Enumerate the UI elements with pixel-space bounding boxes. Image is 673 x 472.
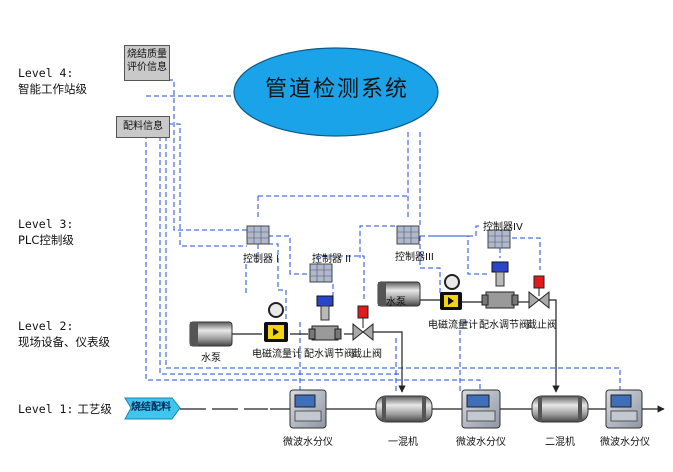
- level-1-cn: 工艺级: [77, 402, 112, 416]
- control-valve-left[interactable]: [308, 295, 342, 341]
- analyzer-2-label: 微波水分仪: [456, 437, 506, 448]
- mixer-2[interactable]: [531, 395, 589, 423]
- pipeline-detection-ellipse[interactable]: [233, 47, 439, 137]
- quality-info-box[interactable]: 烧结质量 评价信息: [124, 45, 170, 81]
- level-2-en: Level 2:: [18, 319, 74, 333]
- stop-valve-left[interactable]: [352, 305, 374, 342]
- moisture-analyzer-1[interactable]: [289, 389, 327, 429]
- moisture-analyzer-3[interactable]: [605, 389, 643, 429]
- controller-4[interactable]: [487, 229, 511, 249]
- flowmeter-right[interactable]: [440, 274, 462, 310]
- pump-right[interactable]: [377, 281, 421, 307]
- system-title: 管道检测系统: [264, 77, 409, 102]
- mixer-1[interactable]: [375, 395, 433, 423]
- control-valve-right[interactable]: [481, 261, 519, 309]
- controller-4-label: 控制器IV: [483, 222, 523, 233]
- quality-info-line-2: 评价信息: [127, 62, 167, 73]
- level-3-en: Level 3:: [18, 217, 74, 231]
- level-3-label: Level 3: PLC控制级: [18, 216, 74, 248]
- valve-left-label: 配水调节阀: [304, 349, 354, 360]
- sinter-tag-label: 烧结配料: [131, 402, 171, 413]
- ingredient-info-box[interactable]: 配料信息: [116, 116, 170, 138]
- valve-right-label: 配水调节阀: [479, 320, 529, 331]
- analyzer-3-label: 微波水分仪: [600, 437, 650, 448]
- ingredient-info-label: 配料信息: [123, 121, 163, 132]
- water-pipes: [232, 299, 560, 393]
- mixer-1-label: 一混机: [388, 437, 418, 448]
- pump-left[interactable]: [189, 321, 233, 347]
- level-1-en: Level 1:: [18, 402, 74, 416]
- stop-valve-right[interactable]: [528, 275, 550, 310]
- pump-left-label: 水泵: [201, 353, 221, 364]
- controller-1[interactable]: [246, 225, 270, 245]
- controller-2[interactable]: [309, 263, 333, 283]
- controller-1-label: 控制器 I: [243, 254, 280, 265]
- level-3-cn: PLC控制级: [18, 233, 74, 247]
- controller-2-label: 控制器 II: [312, 254, 352, 265]
- level-2-cn: 现场设备、仪表级: [18, 335, 110, 349]
- level-2-label: Level 2: 现场设备、仪表级: [18, 318, 110, 350]
- level-1-label: Level 1: 工艺级: [18, 401, 112, 417]
- pump-right-label: 水泵: [386, 297, 406, 308]
- level-4-label: Level 4: 智能工作站级: [18, 65, 87, 97]
- sinter-ingredient-tag[interactable]: [124, 397, 181, 420]
- stop-valve-right-label: 截止阀: [527, 320, 557, 331]
- flowmeter-left-label: 电磁流量计: [252, 349, 302, 360]
- signal-lines: [145, 79, 621, 394]
- flowmeter-left[interactable]: [264, 302, 288, 342]
- moisture-analyzer-2[interactable]: [461, 389, 501, 429]
- stop-valve-left-label: 截止阀: [352, 349, 382, 360]
- flowmeter-right-label: 电磁流量计: [428, 320, 478, 331]
- mixer-2-label: 二混机: [545, 437, 575, 448]
- analyzer-1-label: 微波水分仪: [283, 437, 333, 448]
- level-4-cn: 智能工作站级: [18, 82, 87, 96]
- level-4-en: Level 4:: [18, 66, 74, 80]
- quality-info-line-1: 烧结质量: [127, 49, 167, 60]
- controller-3[interactable]: [396, 225, 420, 245]
- controller-3-label: 控制器III: [395, 252, 434, 263]
